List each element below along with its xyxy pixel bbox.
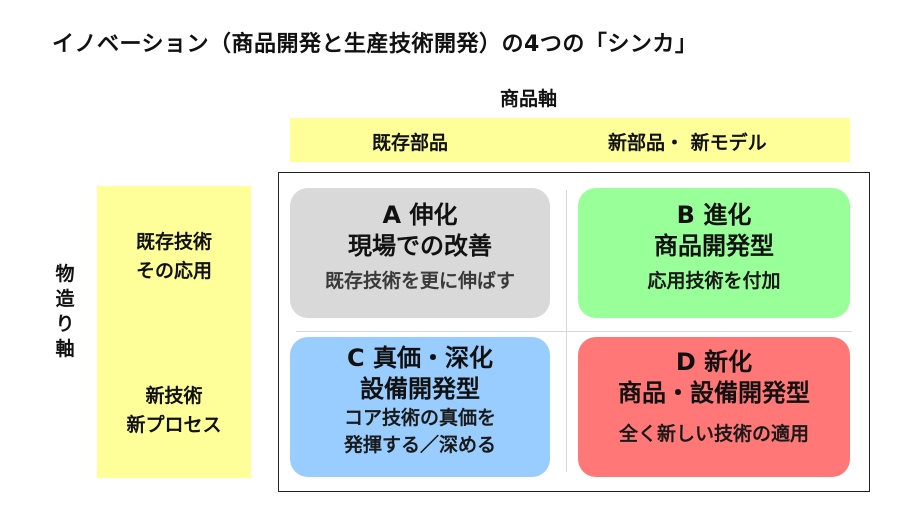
quadrant-name: 設備開発型 [360, 375, 480, 403]
quadrant-name: 現場での改善 [348, 232, 492, 260]
column-header-new-parts: 新部品・ 新モデル [608, 132, 767, 154]
quadrant-description: コア技術の真価を [343, 407, 496, 429]
row-header-line: 既存技術 [135, 231, 212, 253]
quadrant-name: 商品開発型 [654, 232, 774, 260]
quadrant-heading: A 伸化 [382, 201, 458, 229]
quadrant-description: 応用技術を付加 [647, 270, 781, 292]
y-axis-char: 物 [55, 263, 75, 285]
quadrant-description: 既存技術を更に伸ばす [324, 270, 515, 292]
quadrant-description: 全く新しい技術の適用 [618, 423, 809, 445]
quadrant-heading: D 新化 [675, 348, 753, 376]
y-axis-label: 物 造 り 軸 [52, 262, 78, 362]
row-header-band: 既存技術 その応用 新技術 新プロセス [97, 186, 251, 478]
quadrant-a: A 伸化 現場での改善 既存技術を更に伸ばす [290, 188, 550, 318]
column-header-band: 既存部品 新部品・ 新モデル [290, 118, 850, 162]
y-axis-char: り [55, 313, 75, 335]
page-title: イノベーション（商品開発と生産技術開発）の4つの「シンカ」 [52, 32, 698, 57]
y-axis-char: 造 [55, 288, 75, 310]
horizontal-divider [296, 331, 852, 332]
row-header-line: その応用 [135, 260, 212, 282]
quadrant-heading: C 真価・深化 [347, 344, 493, 372]
y-axis-char: 軸 [55, 338, 75, 360]
quadrant-name: 商品・設備開発型 [618, 379, 810, 407]
quadrant-description: 発揮する／深める [343, 434, 496, 456]
matrix-frame [278, 172, 870, 492]
row-header-new-tech: 新技術 新プロセス [97, 382, 251, 440]
row-header-line: 新技術 [145, 385, 203, 407]
quadrant-heading: B 進化 [676, 201, 752, 229]
row-header-existing-tech: 既存技術 その応用 [97, 228, 251, 286]
column-header-existing-parts: 既存部品 [372, 132, 449, 154]
quadrant-d: D 新化 商品・設備開発型 全く新しい技術の適用 [578, 337, 850, 477]
quadrant-b: B 進化 商品開発型 応用技術を付加 [578, 188, 850, 318]
x-axis-label: 商品軸 [500, 88, 558, 110]
row-header-line: 新プロセス [126, 414, 222, 436]
quadrant-c: C 真価・深化 設備開発型 コア技術の真価を 発揮する／深める [290, 337, 550, 477]
